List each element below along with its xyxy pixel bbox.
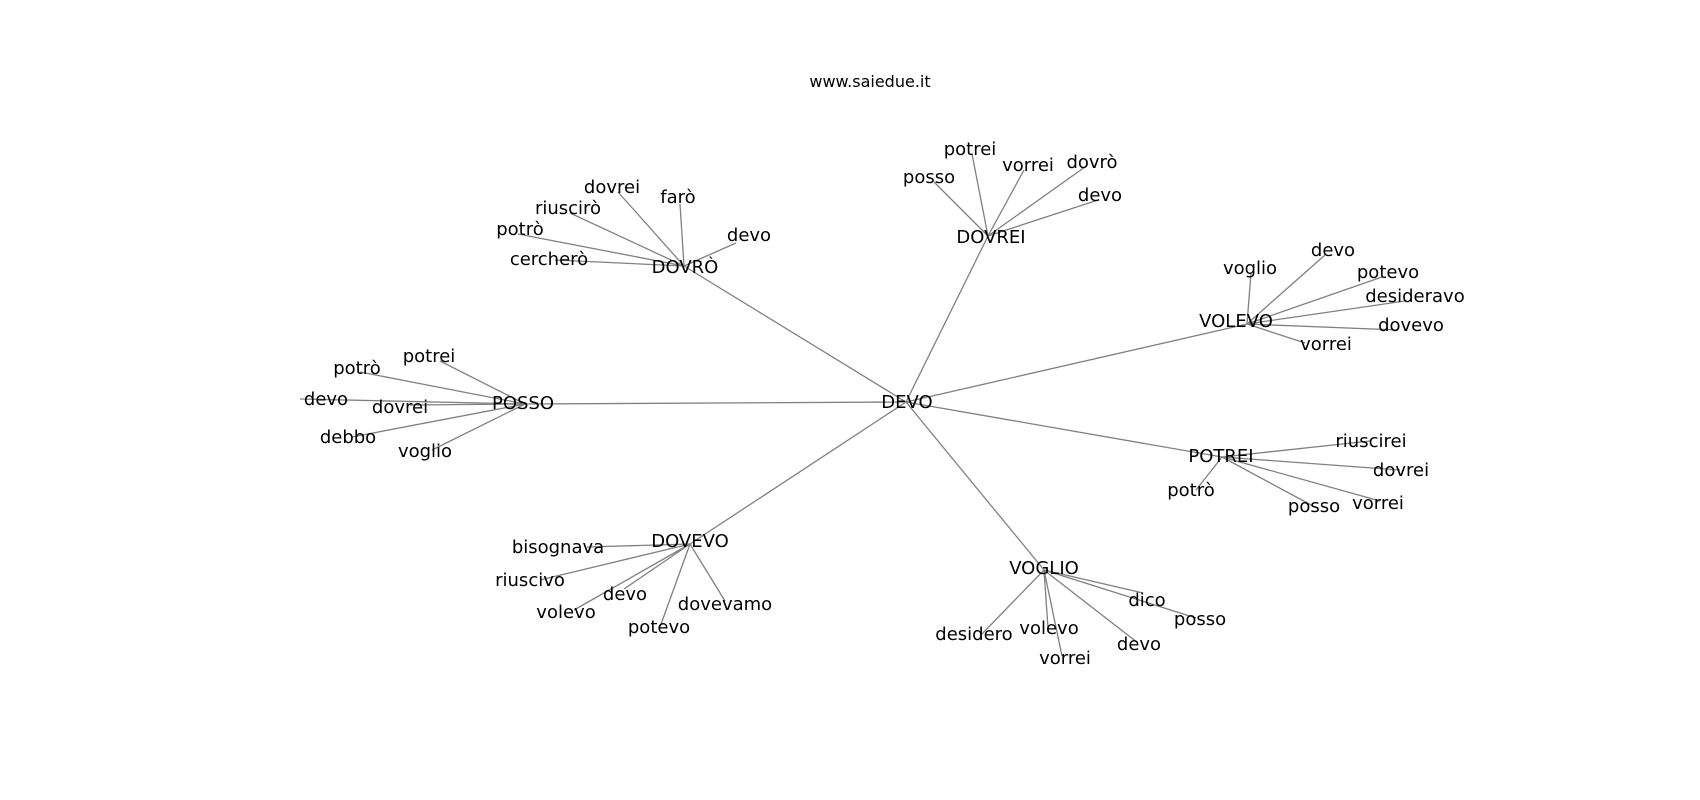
leaf-node-posso-3: dovrei xyxy=(372,397,428,418)
leaf-node-dovro-2: riuscirò xyxy=(535,198,601,219)
leaf-node-voglio-5: devo xyxy=(1117,634,1161,655)
edge-dovevo-leaf-3 xyxy=(573,543,691,611)
edge-posso-leaf-3 xyxy=(409,403,526,406)
edge-dovrei-leaf-0 xyxy=(971,153,989,237)
edge-volevo-leaf-2 xyxy=(1246,276,1383,325)
edge-dovrei-leaf-1 xyxy=(933,181,989,237)
leaf-node-volevo-0: voglio xyxy=(1223,258,1277,279)
edge-voglio-leaf-4 xyxy=(1043,569,1063,657)
leaf-node-dovrei-2: vorrei xyxy=(1002,155,1054,176)
edge-voglio-leaf-2 xyxy=(979,569,1045,637)
edge-volevo-leaf-0 xyxy=(1246,272,1252,325)
edge-root-dovevo xyxy=(689,401,907,545)
leaf-node-volevo-5: vorrei xyxy=(1300,334,1352,355)
leaf-node-dovevo-1: riuscivo xyxy=(495,570,565,591)
hub-node-volevo: VOLEVO xyxy=(1199,311,1273,332)
edge-dovrei-leaf-3 xyxy=(987,166,1086,237)
hub-node-dovrei: DOVREI xyxy=(956,227,1025,248)
leaf-node-volevo-3: desideravo xyxy=(1365,286,1464,307)
edge-dovrei-leaf-4 xyxy=(987,199,1099,237)
leaf-node-dovevo-2: devo xyxy=(603,584,647,605)
leaf-node-posso-4: debbo xyxy=(320,427,376,448)
edge-dovro-leaf-5 xyxy=(683,242,737,267)
leaf-node-voglio-1: posso xyxy=(1174,609,1226,630)
edge-dovro-leaf-2 xyxy=(569,212,685,267)
edge-voglio-leaf-3 xyxy=(1043,569,1049,629)
hub-node-posso: POSSO xyxy=(492,393,554,414)
leaf-node-posso-0: potrei xyxy=(403,346,456,367)
leaf-node-voglio-0: dico xyxy=(1128,590,1165,611)
edge-posso-leaf-0 xyxy=(439,360,526,405)
edge-dovro-leaf-1 xyxy=(679,203,685,267)
leaf-node-voglio-3: volevo xyxy=(1019,618,1078,639)
leaf-node-posso-2: devo xyxy=(304,389,348,410)
leaf-node-posso-1: potrò xyxy=(333,358,381,379)
leaf-node-dovro-4: cercherò xyxy=(510,249,588,270)
edge-potrei-leaf-3 xyxy=(1221,456,1314,507)
edge-potrei-leaf-0 xyxy=(1221,440,1371,458)
hub-node-dovevo: DOVEVO xyxy=(651,531,729,552)
edge-volevo-leaf-1 xyxy=(1246,254,1326,325)
hub-node-dovro: DOVRÒ xyxy=(652,256,719,278)
edge-volevo-leaf-5 xyxy=(1246,323,1306,344)
edge-posso-leaf-1 xyxy=(359,371,526,405)
hub-node-voglio: VOGLIO xyxy=(1009,558,1079,579)
edge-dovevo-leaf-2 xyxy=(623,543,691,590)
edge-voglio-leaf-5 xyxy=(1043,569,1139,644)
leaf-node-potrei-2: potrò xyxy=(1167,480,1215,501)
leaf-node-voglio-2: desidero xyxy=(935,624,1012,645)
edge-dovro-leaf-3 xyxy=(517,233,685,267)
edge-root-voglio xyxy=(905,401,1045,571)
edge-dovrei-leaf-2 xyxy=(987,169,1025,237)
edge-root-potrei xyxy=(905,401,1223,458)
leaf-node-volevo-1: devo xyxy=(1311,240,1355,261)
edge-voglio-leaf-1 xyxy=(1043,569,1197,619)
leaf-node-dovro-1: farò xyxy=(660,187,695,208)
leaf-node-dovevo-3: volevo xyxy=(536,602,595,623)
edges-layer xyxy=(299,153,1406,657)
leaf-node-potrei-1: dovrei xyxy=(1373,460,1429,481)
edge-root-posso xyxy=(524,401,907,405)
leaf-node-potrei-4: vorrei xyxy=(1352,493,1404,514)
edge-dovro-leaf-4 xyxy=(554,259,685,267)
leaf-node-posso-5: voglio xyxy=(398,441,452,462)
edge-potrei-leaf-4 xyxy=(1221,456,1381,502)
edge-potrei-leaf-1 xyxy=(1221,456,1401,471)
leaf-node-voglio-4: vorrei xyxy=(1039,648,1091,669)
leaf-node-dovrei-1: posso xyxy=(903,167,955,188)
edge-potrei-leaf-2 xyxy=(1195,456,1223,491)
edge-voglio-leaf-0 xyxy=(1043,569,1144,594)
site-title: www.saiedue.it xyxy=(809,72,930,91)
leaf-node-volevo-2: potevo xyxy=(1357,262,1419,283)
edge-root-dovrei xyxy=(905,235,989,403)
leaf-node-dovrei-4: devo xyxy=(1078,185,1122,206)
edge-root-volevo xyxy=(905,323,1248,403)
edge-root-dovro xyxy=(683,265,907,403)
leaf-node-potrei-3: posso xyxy=(1288,496,1340,517)
hub-node-potrei: POTREI xyxy=(1188,446,1253,467)
leaf-node-dovevo-4: potevo xyxy=(628,617,690,638)
edge-volevo-leaf-4 xyxy=(1246,323,1399,331)
leaf-node-dovro-0: dovrei xyxy=(584,177,640,198)
edge-dovevo-leaf-4 xyxy=(659,543,691,628)
edge-dovevo-leaf-5 xyxy=(689,543,726,602)
edge-posso-leaf-2 xyxy=(299,398,526,405)
leaf-node-dovrei-3: dovrò xyxy=(1066,152,1117,173)
edge-posso-leaf-5 xyxy=(431,403,526,451)
edge-dovevo-leaf-1 xyxy=(539,543,691,581)
edge-dovevo-leaf-0 xyxy=(586,543,691,548)
leaf-node-dovrei-0: potrei xyxy=(944,139,997,160)
root-node-label: DEVO xyxy=(881,392,932,413)
leaf-node-potrei-0: riuscirei xyxy=(1335,431,1406,452)
leaf-node-volevo-4: dovevo xyxy=(1378,315,1444,336)
edge-dovro-leaf-0 xyxy=(617,191,685,267)
edge-posso-leaf-4 xyxy=(351,403,526,438)
leaf-node-dovro-3: potrò xyxy=(496,219,544,240)
leaf-node-dovevo-0: bisognava xyxy=(512,537,604,558)
leaf-node-dovevo-5: dovevamo xyxy=(678,594,772,615)
leaf-node-dovro-5: devo xyxy=(727,225,771,246)
edge-volevo-leaf-3 xyxy=(1246,300,1406,325)
